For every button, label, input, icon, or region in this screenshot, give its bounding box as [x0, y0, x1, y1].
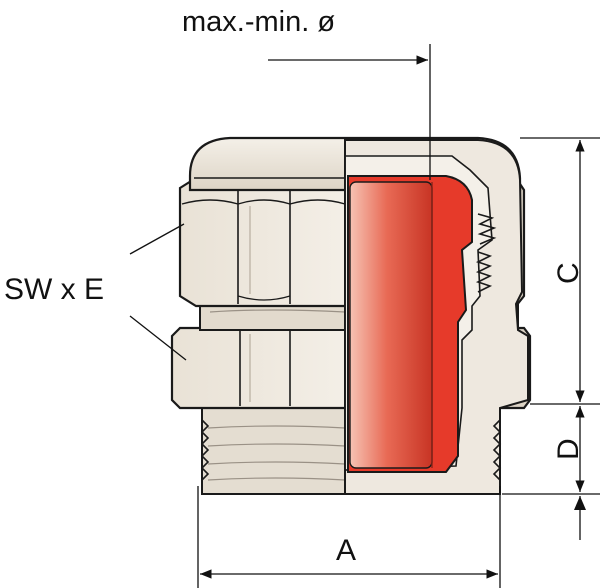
dimension-lines: [129, 44, 600, 588]
dimension-a-label: A: [336, 534, 356, 567]
section-cutaway: [344, 139, 529, 495]
max-min-diameter-label: max.-min. ø: [182, 6, 335, 38]
dimension-d-label: D: [552, 438, 585, 460]
seal-insert-face: [349, 181, 433, 469]
dimension-c-label: C: [552, 262, 585, 284]
sw-x-e-label: SW x E: [4, 273, 104, 306]
